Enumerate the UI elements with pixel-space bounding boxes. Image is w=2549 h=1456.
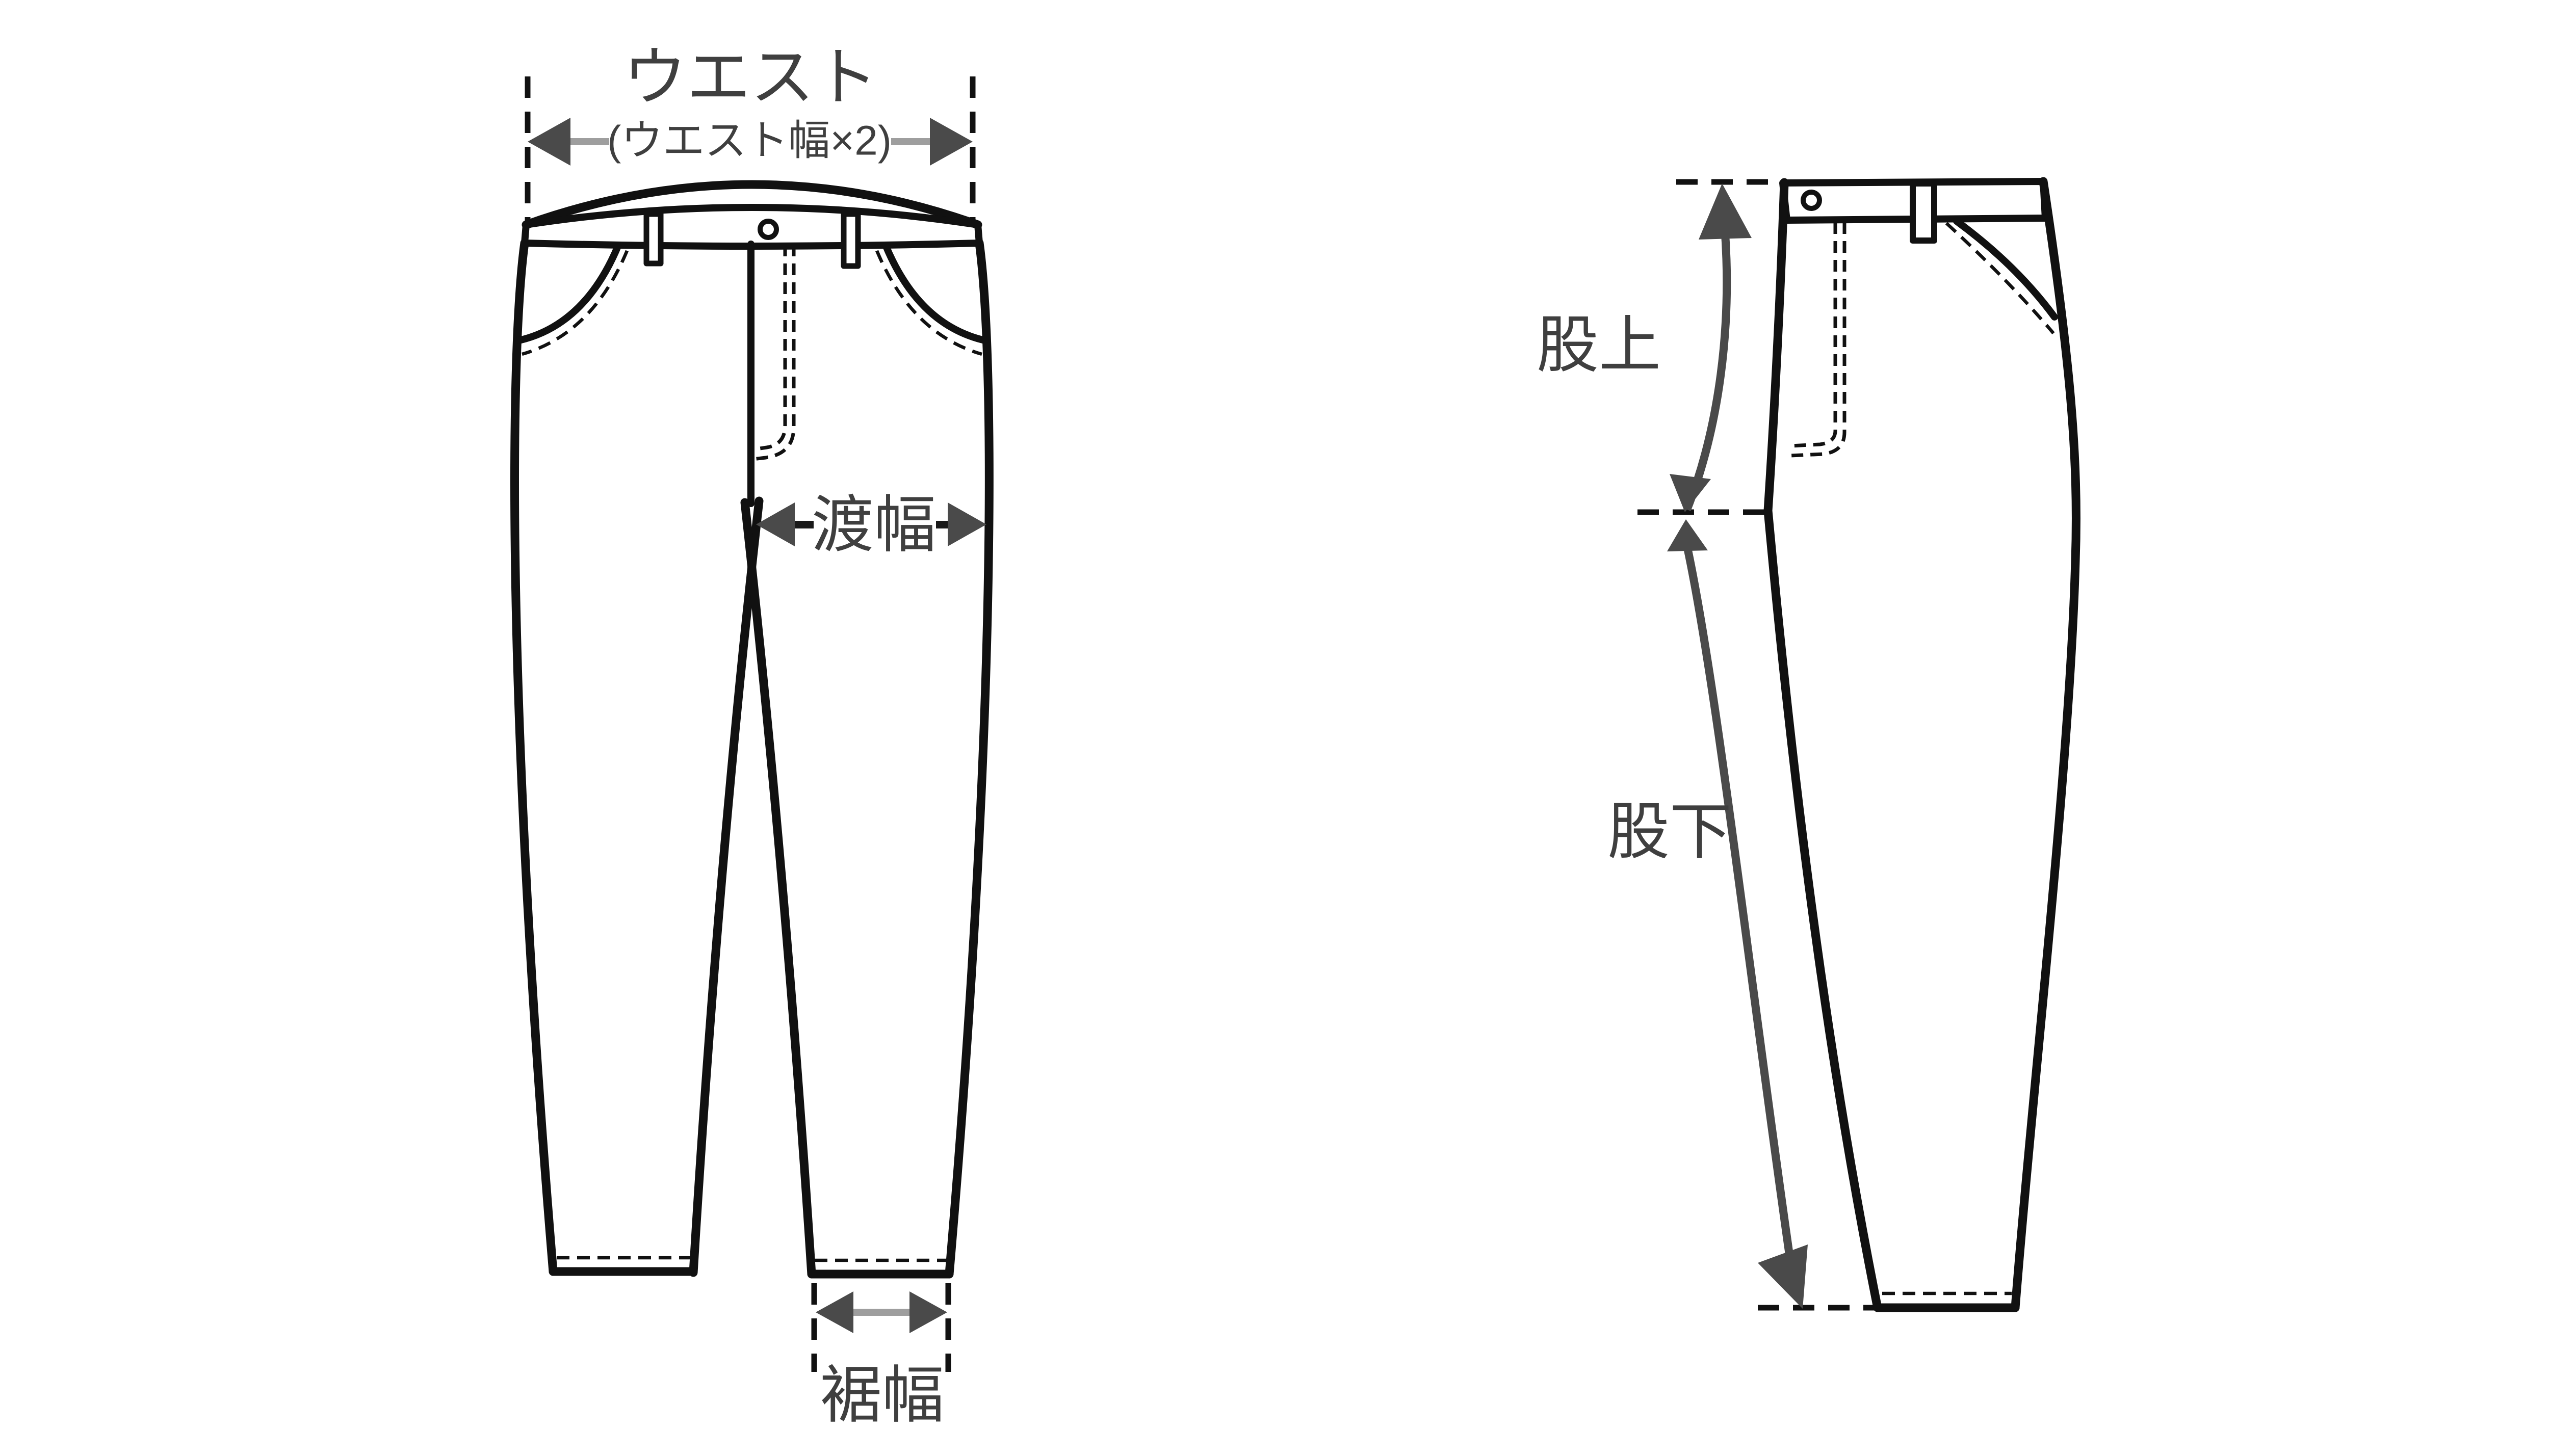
front-belt-loop-left bbox=[643, 211, 664, 267]
waist-measure-arrow bbox=[528, 118, 973, 166]
waist-arrow-right-icon bbox=[930, 118, 973, 166]
front-waistband bbox=[521, 180, 983, 250]
inseam-arrow-up-icon bbox=[1667, 519, 1708, 551]
front-left-pocket-stitch bbox=[522, 250, 629, 356]
front-right-pocket-curve bbox=[882, 242, 989, 344]
rise-arrow-shaft bbox=[1683, 226, 1731, 511]
side-front-edge-upper bbox=[1763, 178, 1789, 515]
inseam-arrow-down-icon bbox=[1758, 1245, 1808, 1309]
thigh-width-label: 渡幅 bbox=[812, 490, 936, 560]
front-left-pocket-curve bbox=[515, 242, 622, 344]
pants-front-view: ウエスト (ウエスト幅×2) bbox=[510, 42, 994, 1430]
thigh-arrow-line-left bbox=[789, 521, 814, 528]
front-fly-stitch-outer bbox=[752, 245, 796, 461]
thigh-arrow-right-icon bbox=[948, 502, 986, 546]
front-fly-stitch-inner bbox=[752, 245, 787, 452]
inseam-measure-arrow bbox=[1667, 519, 1808, 1309]
waist-arrow-left-icon bbox=[528, 118, 570, 166]
front-left-outer-seam bbox=[510, 239, 558, 1276]
waist-arrow-line-left bbox=[561, 138, 609, 145]
side-fly-stitch-outer bbox=[1790, 222, 1846, 458]
rise-arrow-down-icon bbox=[1670, 474, 1711, 512]
thigh-width-measure-arrow bbox=[756, 502, 986, 546]
front-belt-loop-right bbox=[841, 211, 861, 269]
hem-arrow-line bbox=[846, 1309, 917, 1316]
side-fly-stitch-inner bbox=[1790, 222, 1837, 448]
waist-subtitle-label: (ウエスト幅×2) bbox=[607, 118, 892, 164]
side-belt-loop bbox=[1910, 180, 1937, 244]
side-front-edge-lower bbox=[1763, 506, 1882, 1312]
waist-title-label: ウエスト bbox=[623, 42, 878, 113]
inseam-label: 股下 bbox=[1607, 797, 1732, 866]
waistband-front-rim bbox=[523, 204, 981, 228]
rise-label: 股上 bbox=[1537, 310, 1661, 380]
waistband-back-rim bbox=[522, 180, 982, 229]
front-stitching bbox=[522, 245, 982, 1262]
front-outline bbox=[510, 239, 994, 1279]
side-stitching bbox=[1790, 222, 2055, 1295]
front-left-inseam bbox=[689, 496, 764, 1277]
front-right-inseam bbox=[740, 498, 816, 1279]
side-pocket-curve bbox=[1953, 218, 2058, 321]
pants-side-view: 股上 股下 bbox=[1537, 177, 2080, 1312]
hem-arrow-right-icon bbox=[909, 1291, 947, 1333]
front-right-pocket-stitch bbox=[875, 250, 982, 356]
front-right-outer-seam bbox=[945, 239, 994, 1279]
hem-width-measure-arrow bbox=[816, 1291, 947, 1333]
thigh-arrow-left-icon bbox=[756, 502, 795, 546]
rise-measure-arrow bbox=[1670, 183, 1752, 512]
side-outline bbox=[1763, 177, 2080, 1312]
side-pocket-stitch bbox=[1945, 222, 2055, 335]
inseam-arrow-shaft bbox=[1683, 547, 1793, 1256]
hem-width-label: 裾幅 bbox=[820, 1361, 944, 1430]
side-back-edge bbox=[2011, 177, 2080, 1312]
hem-arrow-left-icon bbox=[816, 1291, 853, 1333]
front-button-icon bbox=[758, 219, 779, 240]
rise-arrow-up-icon bbox=[1699, 183, 1752, 240]
side-button-icon bbox=[1801, 190, 1822, 211]
waist-arrow-line-right bbox=[891, 138, 940, 145]
